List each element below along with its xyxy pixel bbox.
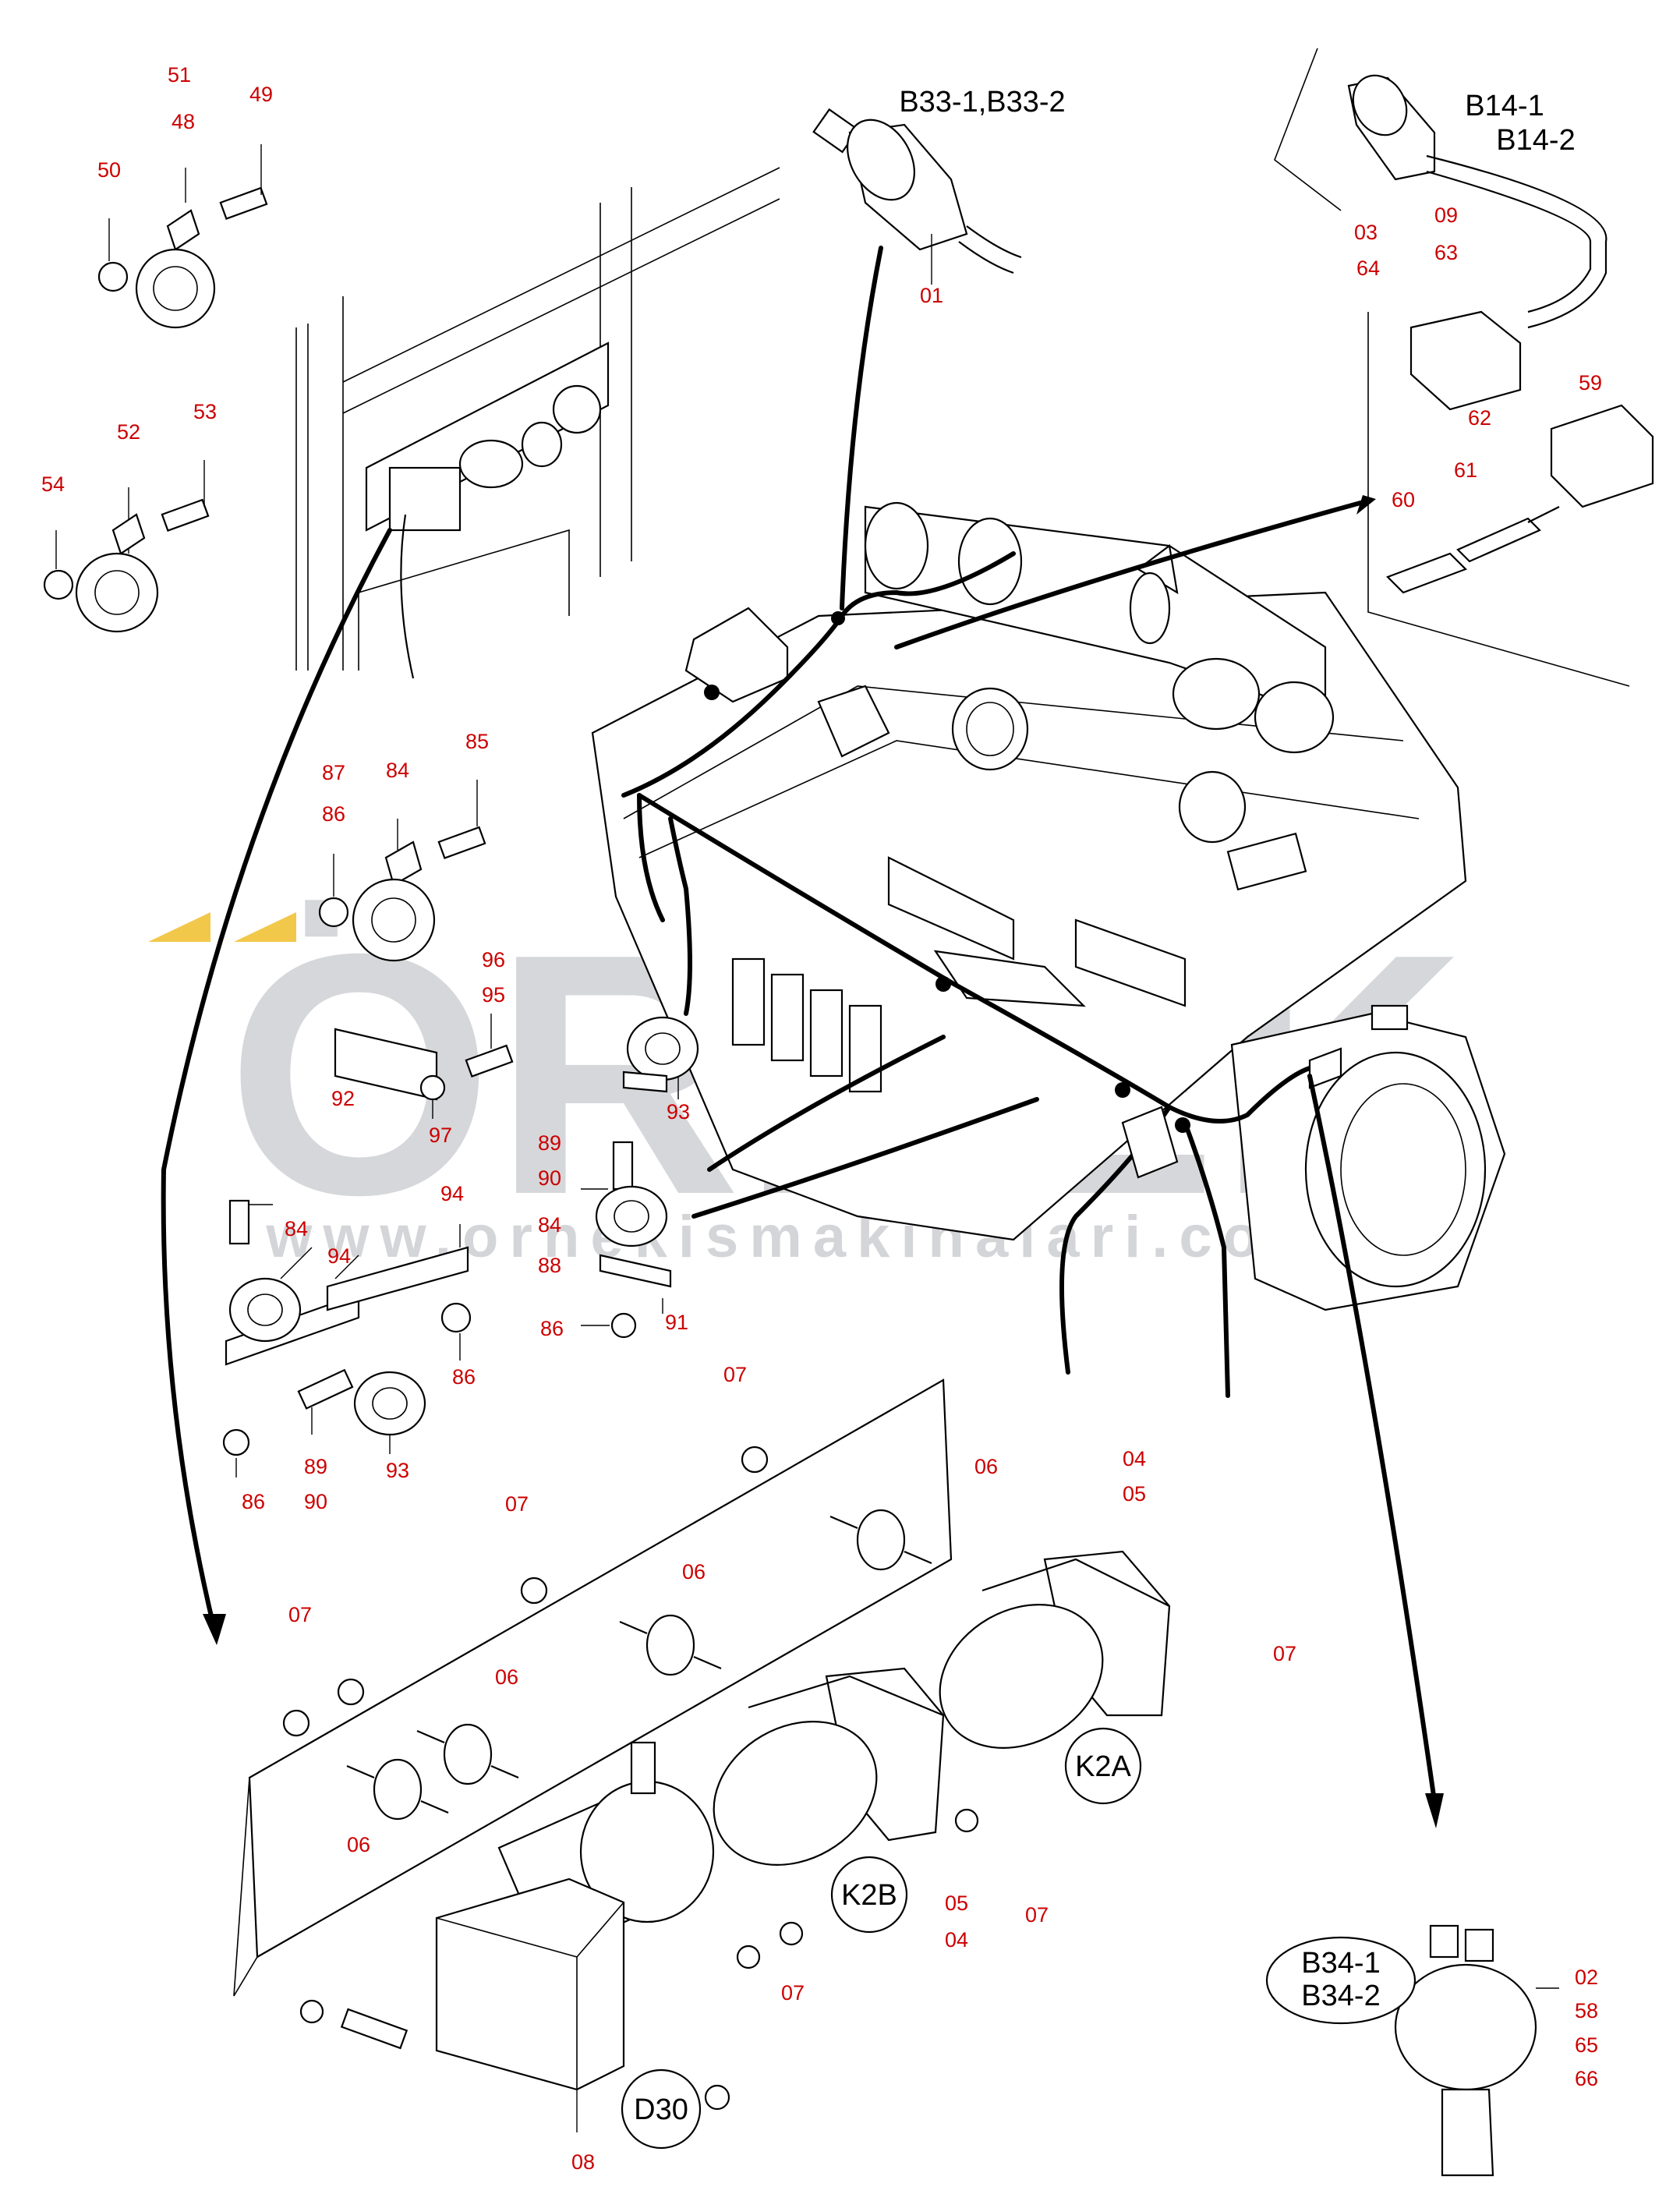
callout-c62: 62 <box>1468 406 1491 430</box>
clamp-group-3 <box>318 780 486 962</box>
callout-c01: 01 <box>920 284 943 307</box>
callout-c87: 87 <box>322 761 345 784</box>
callout-c03: 03 <box>1354 221 1378 244</box>
callout-c94b: 94 <box>327 1244 351 1268</box>
diode-d30 <box>299 1741 715 2132</box>
label-k2a: K2A <box>1075 1750 1131 1783</box>
callout-c66: 66 <box>1575 2067 1598 2090</box>
callout-c06c: 06 <box>495 1665 518 1689</box>
callout-c48: 48 <box>172 110 195 133</box>
label-k2b: K2B <box>841 1879 897 1912</box>
badge-b34 <box>1265 1936 1417 2025</box>
sensor-b33: B33-1,B33-2 <box>812 86 1066 285</box>
callout-c07e: 07 <box>1025 1903 1049 1927</box>
pointer-arrows <box>161 246 1444 1828</box>
callout-c86b: 86 <box>452 1365 476 1389</box>
callout-c53: 53 <box>193 400 217 423</box>
clamp-group-4 <box>222 1199 472 1477</box>
callout-c90b: 90 <box>304 1490 327 1513</box>
label-b33: B33-1,B33-2 <box>899 86 1065 119</box>
clamp-group-5 <box>581 1141 672 1339</box>
engine-block <box>591 501 1506 1398</box>
label-b14-1: B14-1 <box>1465 90 1544 122</box>
callout-c59: 59 <box>1579 371 1602 395</box>
callout-c07c: 07 <box>288 1603 312 1626</box>
watermark-accent-left <box>148 912 210 942</box>
callout-c07d: 07 <box>1273 1642 1296 1665</box>
isolator-set <box>346 1509 932 1821</box>
clamp-group-1 <box>97 144 268 329</box>
label-b14-2: B14-2 <box>1496 124 1575 157</box>
callout-c64: 64 <box>1356 257 1380 280</box>
badge-d30 <box>621 2068 702 2150</box>
relay-k2b <box>713 1667 945 1866</box>
callout-c84c: 84 <box>538 1213 561 1237</box>
callout-numbers: 51 48 49 50 53 52 54 01 03 64 09 63 62 59 60 61 87 84 85 86… <box>41 63 1602 2174</box>
badge-k2b <box>830 1856 908 1934</box>
callout-c05b: 05 <box>945 1891 968 1915</box>
callout-c51: 51 <box>168 63 191 87</box>
callout-c91: 91 <box>665 1311 688 1334</box>
label-d30: D30 <box>634 2093 688 2126</box>
callout-c58: 58 <box>1575 1999 1598 2022</box>
callout-c94a: 94 <box>440 1182 464 1205</box>
callout-c09: 09 <box>1434 203 1458 227</box>
callout-c65: 65 <box>1575 2033 1598 2057</box>
callout-c52: 52 <box>117 420 140 444</box>
callout-c49: 49 <box>249 83 273 106</box>
sensor-b34: B34-1 B34-2 <box>1265 1924 1559 2177</box>
callout-c07b: 07 <box>505 1492 529 1516</box>
callout-c60: 60 <box>1392 488 1415 511</box>
relay-k2a <box>939 1550 1171 1749</box>
callout-c54: 54 <box>41 472 65 496</box>
callout-c86a: 86 <box>322 802 345 826</box>
label-b34-1: B34-1 <box>1301 1947 1380 1980</box>
callout-c06a: 06 <box>974 1455 998 1478</box>
callout-c85: 85 <box>465 730 489 753</box>
callout-c88: 88 <box>538 1254 561 1277</box>
callout-c84b: 84 <box>285 1217 308 1240</box>
sensor-b14: B14-1 B14-2 <box>1274 48 1654 687</box>
callout-c86c: 86 <box>540 1317 564 1340</box>
callout-c08: 08 <box>571 2150 595 2174</box>
relay-assembly <box>233 1378 1171 2132</box>
clamp-group-2 <box>43 460 210 633</box>
callout-c84a: 84 <box>386 759 409 782</box>
callout-c05a: 05 <box>1123 1482 1146 1506</box>
callout-c96: 96 <box>482 948 505 971</box>
cabin-panel <box>295 167 780 679</box>
watermark-accent-right <box>234 912 296 942</box>
callout-c07f: 07 <box>781 1981 805 2005</box>
callout-c92: 92 <box>331 1087 355 1110</box>
callout-c93b: 93 <box>386 1459 409 1482</box>
callout-c89a: 89 <box>538 1131 561 1155</box>
callout-c89b: 89 <box>304 1455 327 1478</box>
callout-c93a: 93 <box>667 1100 690 1124</box>
clamp-93-upper <box>622 1016 699 1099</box>
callout-c97: 97 <box>429 1124 452 1147</box>
callout-c90a: 90 <box>538 1166 561 1190</box>
callout-c95: 95 <box>482 983 505 1007</box>
callout-c61: 61 <box>1454 458 1477 482</box>
bracket-92 <box>334 1014 514 1119</box>
callout-c07a: 07 <box>723 1363 747 1386</box>
component-badges: K2A K2B D30 <box>621 1727 1142 2150</box>
callout-c06d: 06 <box>347 1833 370 1856</box>
callout-c63: 63 <box>1434 241 1458 264</box>
callout-c04a: 04 <box>1123 1447 1146 1470</box>
callout-c04b: 04 <box>945 1928 968 1952</box>
label-b34-2: B34-2 <box>1301 1980 1380 2012</box>
callout-c02: 02 <box>1575 1966 1598 1989</box>
badge-k2a <box>1064 1727 1142 1805</box>
callout-c06b: 06 <box>682 1560 706 1584</box>
callout-c86d: 86 <box>242 1490 265 1513</box>
callout-c50: 50 <box>97 158 121 182</box>
